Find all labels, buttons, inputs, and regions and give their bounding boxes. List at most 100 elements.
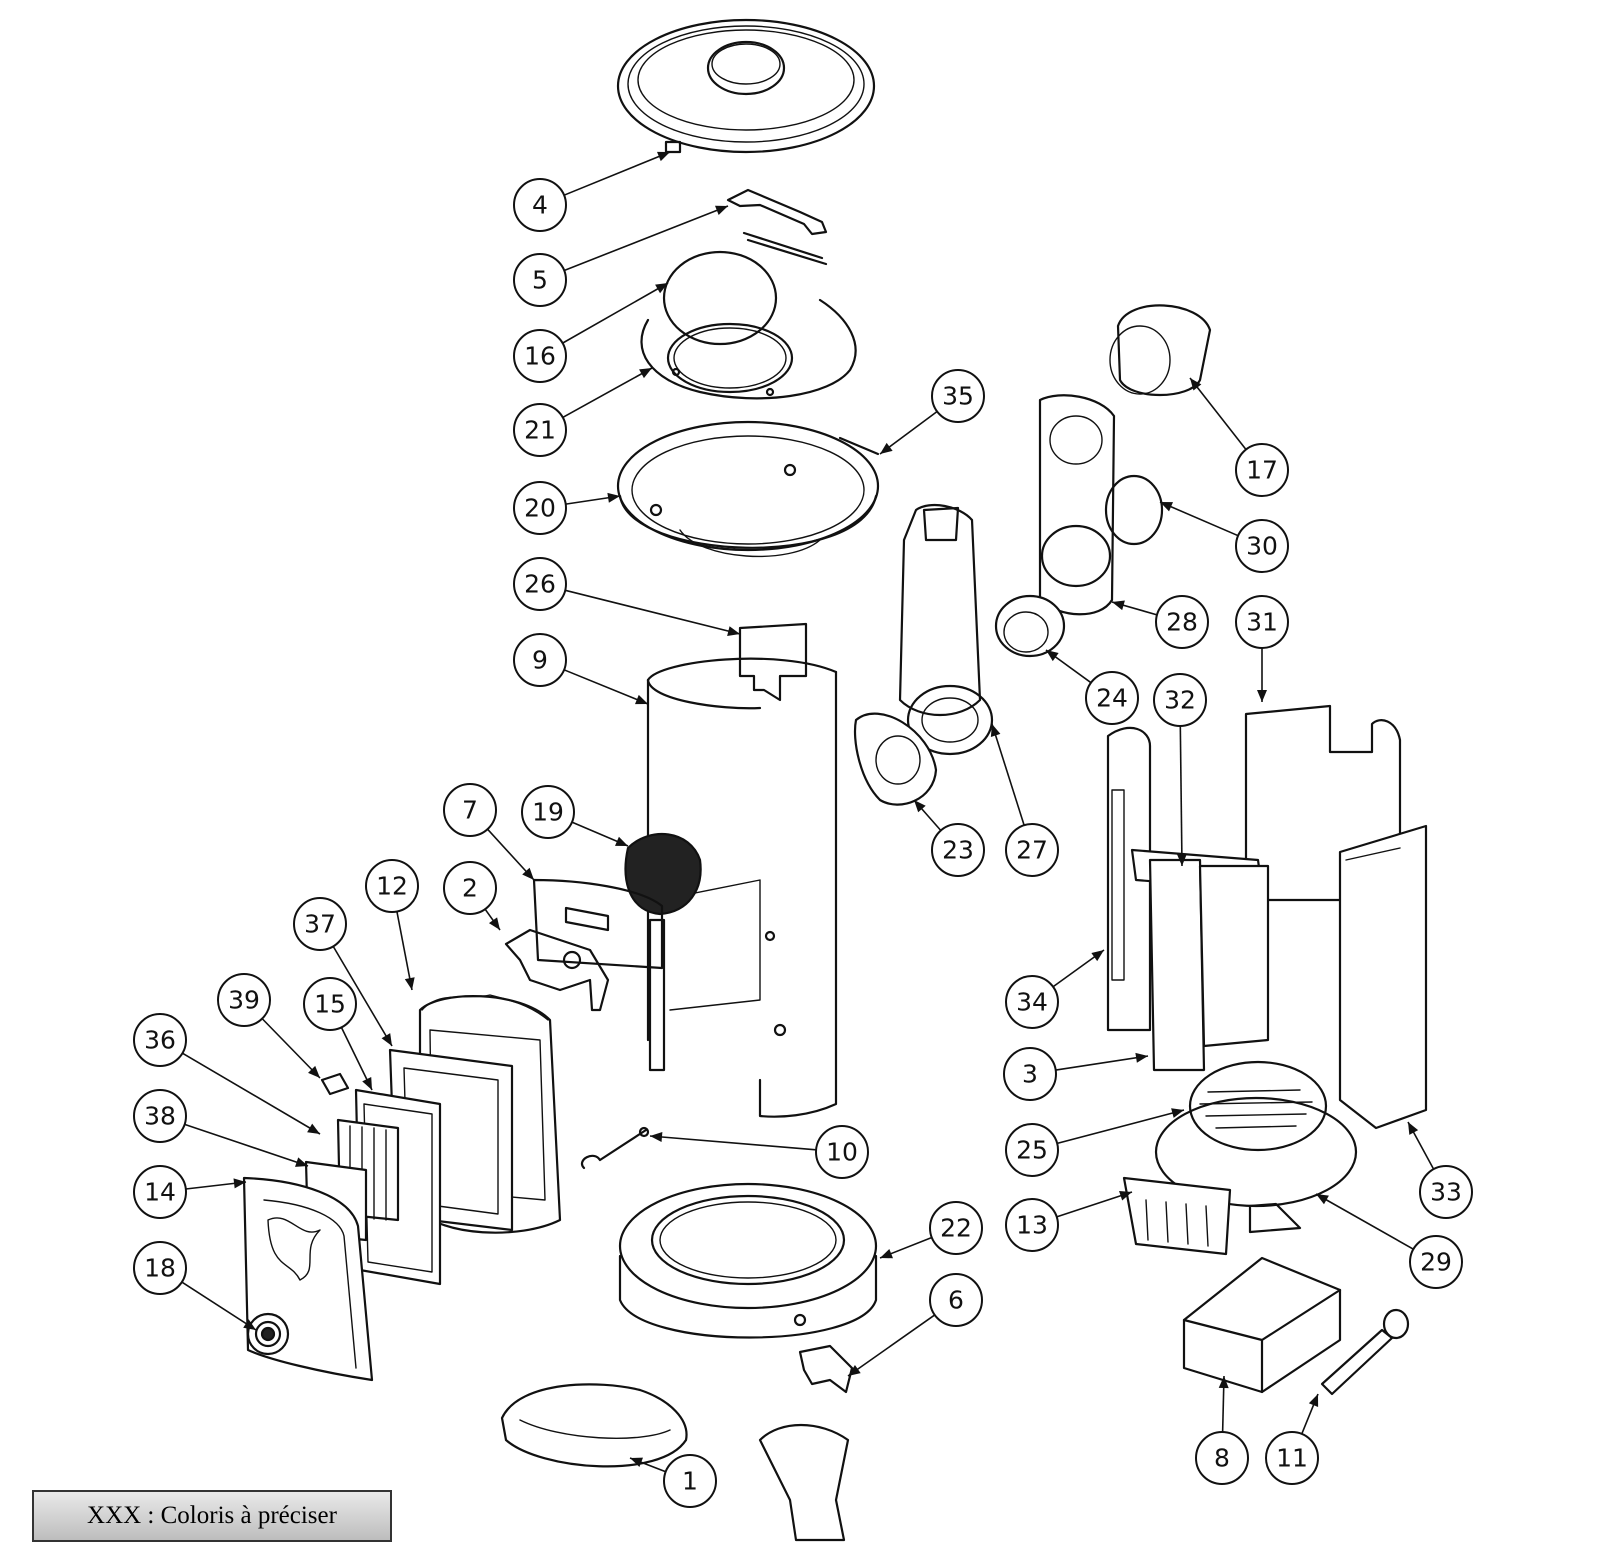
- callout-number: 32: [1164, 686, 1196, 715]
- leader-line-38: [184, 1123, 309, 1167]
- leader-line-25: [1056, 1109, 1185, 1145]
- leader-arrow-4: [657, 151, 670, 162]
- callout-number: 19: [532, 798, 564, 827]
- callout-29: 29: [1409, 1235, 1463, 1289]
- part-front-frame: [532, 878, 666, 1072]
- leader-arrow-22: [880, 1248, 893, 1259]
- leader-line-10: [649, 1135, 817, 1151]
- callout-circle: [1235, 519, 1289, 573]
- leader-line-12: [396, 911, 413, 991]
- leader-line-37: [332, 945, 393, 1047]
- part-side-panel-mid: [1130, 848, 1270, 1072]
- callout-number: 10: [826, 1138, 858, 1167]
- callout-circle: [1195, 1431, 1249, 1485]
- callout-25: 25: [1005, 1123, 1059, 1177]
- leader-arrow-17: [1190, 378, 1202, 391]
- callout-number: 27: [1016, 836, 1048, 865]
- callout-circle: [513, 557, 567, 611]
- leader-arrow-33: [1408, 1122, 1419, 1135]
- leader-arrow-2: [488, 917, 500, 930]
- callout-number: 28: [1166, 608, 1198, 637]
- callout-circle: [133, 1241, 187, 1295]
- callout-circle: [133, 1089, 187, 1143]
- part-tool: [1320, 1308, 1410, 1396]
- leader-line-26: [565, 589, 741, 635]
- callout-number: 17: [1246, 456, 1278, 485]
- callout-number: 16: [524, 342, 556, 371]
- part-top-bowl: [616, 420, 880, 558]
- callout-number: 38: [144, 1102, 176, 1131]
- callout-circle: [1005, 823, 1059, 877]
- leader-arrow-38: [295, 1157, 308, 1167]
- callout-24: 24: [1085, 671, 1139, 725]
- callout-circle: [1419, 1165, 1473, 1219]
- leader-arrow-34: [1091, 950, 1104, 962]
- callout-number: 14: [144, 1178, 176, 1207]
- callout-number: 7: [462, 796, 478, 825]
- leader-lines: [181, 151, 1435, 1473]
- callout-circle: [217, 973, 271, 1027]
- part-foot-bracket: [798, 1344, 854, 1394]
- callout-circle: [815, 1125, 869, 1179]
- callout-circle: [931, 823, 985, 877]
- callout-number: 3: [1022, 1060, 1038, 1089]
- callout-circle: [1153, 673, 1207, 727]
- leader-arrow-16: [655, 283, 668, 294]
- part-rear-panel: [1244, 704, 1402, 1042]
- leader-line-3: [1055, 1055, 1149, 1071]
- callout-circle: [443, 783, 497, 837]
- leader-arrow-35: [880, 442, 893, 454]
- part-top-lid: [616, 18, 876, 154]
- callout-number: 1: [682, 1467, 698, 1496]
- part-medallion: [624, 833, 702, 916]
- callout-number: 6: [948, 1286, 964, 1315]
- callout-1: 1: [663, 1454, 717, 1508]
- callout-number: 23: [942, 836, 974, 865]
- leader-arrow-23: [914, 800, 926, 813]
- part-ash-handle: [500, 1383, 688, 1468]
- part-hob-plate: [662, 231, 828, 346]
- callout-number: 24: [1096, 684, 1128, 713]
- callout-23: 23: [931, 823, 985, 877]
- callout-circle: [1005, 1123, 1059, 1177]
- leader-arrow-29: [1316, 1194, 1329, 1205]
- callout-number: 21: [524, 416, 556, 445]
- callout-circle: [1235, 443, 1289, 497]
- leader-arrow-7: [522, 867, 534, 880]
- callout-circle: [1265, 1431, 1319, 1485]
- leader-arrow-12: [404, 977, 415, 990]
- callout-circle: [293, 897, 347, 951]
- part-clip: [726, 188, 828, 236]
- leader-line-9: [563, 669, 649, 705]
- callout-7: 7: [443, 783, 497, 837]
- leader-line-18: [181, 1281, 257, 1331]
- callout-circle: [1005, 1198, 1059, 1252]
- callout-36: 36: [133, 1013, 187, 1067]
- callout-circle: [133, 1013, 187, 1067]
- part-small-plate: [738, 622, 808, 702]
- callout-33: 33: [1419, 1165, 1473, 1219]
- leader-arrow-30: [1160, 502, 1173, 512]
- callout-number: 36: [144, 1026, 176, 1055]
- leader-arrow-1: [630, 1457, 643, 1467]
- callout-circle: [513, 403, 567, 457]
- callout-circle: [513, 329, 567, 383]
- callout-17: 17: [1235, 443, 1289, 497]
- callout-circle: [513, 633, 567, 687]
- leader-arrow-36: [307, 1123, 320, 1134]
- callout-circle: [929, 1273, 983, 1327]
- callout-circle: [931, 369, 985, 423]
- leader-arrow-9: [635, 694, 648, 705]
- callout-circle: [521, 785, 575, 839]
- callout-16: 16: [513, 329, 567, 383]
- callout-14: 14: [133, 1165, 187, 1219]
- callout-circle: [513, 253, 567, 307]
- leader-line-4: [563, 151, 671, 196]
- leader-arrow-10: [650, 1132, 663, 1142]
- callout-circle: [663, 1454, 717, 1508]
- leader-arrow-24: [1046, 650, 1059, 662]
- leader-line-5: [563, 205, 729, 272]
- callout-34: 34: [1005, 975, 1059, 1029]
- part-small-block: [320, 1072, 350, 1096]
